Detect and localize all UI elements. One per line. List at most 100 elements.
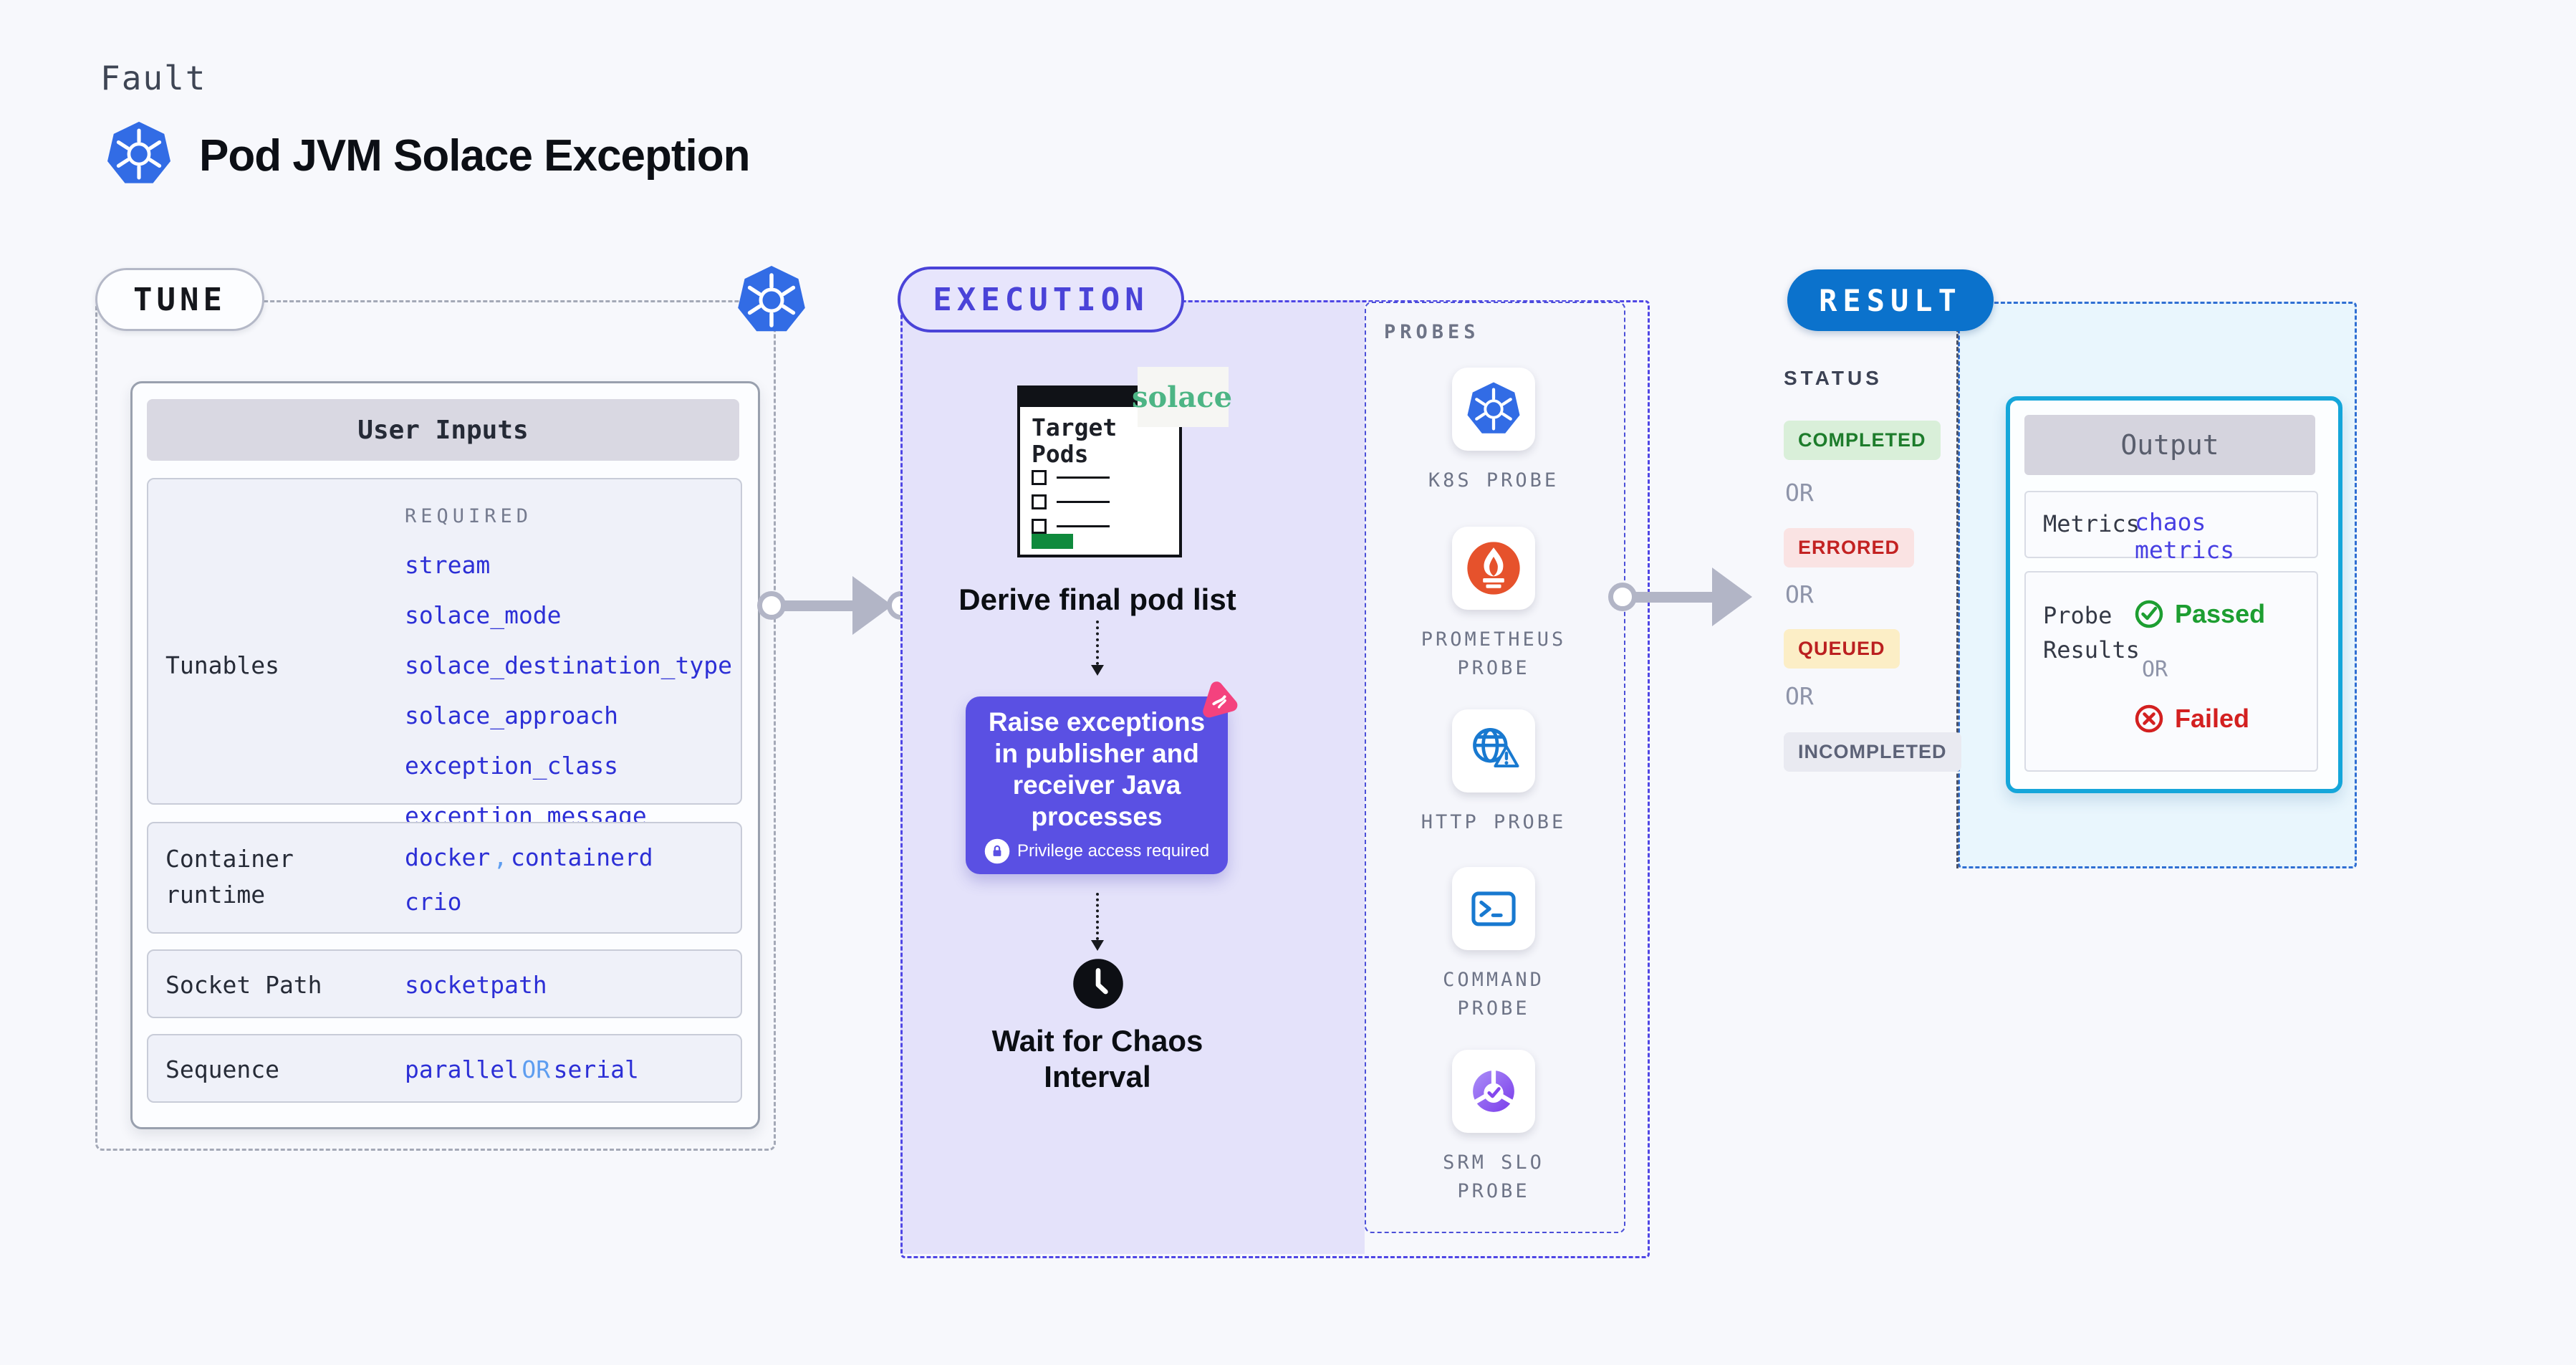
pod-list-item [1032, 470, 1110, 485]
socket-path-row: Socket Path socketpath [147, 949, 742, 1018]
page-title: Pod JVM Solace Exception [199, 131, 750, 181]
wait-line1: Wait for Chaos [991, 1024, 1203, 1058]
flow-arrow-head [1091, 665, 1104, 676]
tune-badge: TUNE [95, 268, 264, 331]
metrics-row: Metrics chaos metrics [2024, 491, 2318, 564]
sequence-label: Sequence [165, 1055, 279, 1083]
user-inputs-card: User Inputs Tunables REQUIRED stream sol… [130, 381, 760, 1129]
connector-dot [1608, 583, 1637, 611]
action-text-line: processes [1031, 802, 1163, 831]
probe-item-k8s: K8S PROBE [1365, 368, 1623, 495]
execution-panel [900, 300, 1650, 1258]
kubernetes-icon [1466, 381, 1522, 437]
list-line [1057, 501, 1110, 503]
action-text-line: Raise exceptions [988, 707, 1206, 737]
container-runtime-label-line2: runtime [165, 881, 266, 909]
target-pods-title-line1: Target [1032, 413, 1118, 441]
probe-results-row: Probe Results Passed OR Failed [2024, 571, 2318, 772]
probe-label: PROBE [1457, 997, 1530, 1020]
pod-list-item [1032, 519, 1110, 534]
probe-item-srm-slo: SRM SLO PROBE [1365, 1050, 1623, 1206]
target-pods-title-line2: Pods [1032, 440, 1089, 468]
green-button [1032, 534, 1073, 549]
checkbox-icon [1032, 519, 1047, 534]
or-label: OR [1785, 479, 1814, 507]
tunables-list: stream solace_mode solace_destination_ty… [405, 551, 732, 852]
probe-results-line1: Probe [2043, 602, 2113, 629]
metrics-value: chaos metrics [2135, 508, 2235, 564]
check-circle-icon [2133, 598, 2165, 630]
execution-badge: EXECUTION [898, 267, 1184, 332]
solace-logo-text: solace [1131, 380, 1233, 414]
status-title: STATUS [1784, 367, 1883, 389]
probe-item-command: COMMAND PROBE [1365, 867, 1623, 1023]
failed-label: Failed [2175, 704, 2250, 733]
status-badge-completed: COMPLETED [1784, 421, 1941, 460]
result-left-divider [1956, 302, 1959, 868]
checkbox-icon [1032, 470, 1047, 485]
probe-label: PROBE [1457, 657, 1530, 679]
socket-path-value: socketpath [405, 971, 547, 999]
failed-row: Failed [2133, 703, 2249, 734]
flow-arrow [1096, 621, 1099, 665]
clock-icon [1072, 957, 1125, 1010]
probes-title: PROBES [1384, 321, 1480, 343]
flow-arrow [1096, 893, 1099, 940]
tunable-item: solace_mode [405, 601, 562, 629]
list-line [1057, 476, 1110, 479]
or-label: OR [1785, 682, 1814, 710]
output-card: Output Metrics chaos metrics Probe Resul… [2006, 396, 2342, 793]
socket-path-label: Socket Path [165, 971, 322, 999]
lock-icon [984, 838, 1010, 864]
passed-label: Passed [2175, 599, 2266, 628]
or-label: OR [2142, 657, 2168, 682]
runtime-value-docker: docker [405, 843, 491, 871]
sequence-values: parallel OR serial [405, 1055, 639, 1083]
tune-panel [95, 300, 776, 1151]
user-inputs-header: User Inputs [147, 399, 739, 461]
sequence-value-serial: serial [553, 1055, 639, 1083]
probe-label: SRM SLO [1443, 1151, 1544, 1174]
arrow-head [852, 576, 893, 635]
probe-label: COMMAND [1443, 969, 1544, 991]
tunable-item: exception_class [405, 752, 619, 780]
runtime-value-crio: crio [405, 888, 462, 916]
tunables-label: Tunables [165, 651, 279, 679]
checkbox-icon [1032, 494, 1047, 509]
container-runtime-values-line1: docker , containerd [405, 843, 653, 871]
pod-list-item [1032, 494, 1110, 509]
arrow-head [1712, 567, 1752, 626]
wait-chaos-interval-label: Wait for Chaos Interval [954, 1023, 1241, 1095]
execution-to-result-arrow [1623, 592, 1716, 603]
solace-logo: solace [1132, 367, 1232, 427]
litmus-chaos-icon [1195, 676, 1242, 724]
result-badge: RESULT [1787, 269, 1994, 331]
status-badge-errored: ERRORED [1784, 528, 1915, 567]
probe-label: K8S PROBE [1428, 469, 1559, 492]
x-circle-icon [2133, 703, 2165, 734]
tunable-item: solace_approach [405, 701, 619, 729]
wait-line2: Interval [1044, 1060, 1151, 1093]
container-runtime-row: Container runtime docker , containerd cr… [147, 822, 742, 934]
required-label: REQUIRED [405, 505, 533, 527]
kubernetes-icon [736, 264, 807, 336]
tunable-item: solace_destination_type [405, 651, 732, 679]
passed-row: Passed [2133, 598, 2265, 630]
prometheus-icon [1466, 540, 1522, 596]
sequence-or: OR [522, 1055, 551, 1083]
probe-label: HTTP PROBE [1421, 811, 1567, 833]
probe-item-http: HTTP PROBE [1365, 709, 1623, 837]
runtime-value-containerd: containerd [511, 843, 653, 871]
probe-results-line2: Results [2043, 636, 2140, 664]
srm-slo-icon [1466, 1063, 1522, 1119]
or-label: OR [1785, 580, 1814, 608]
tune-to-execution-arrow [772, 600, 857, 611]
derive-pod-list-label: Derive final pod list [958, 583, 1236, 616]
output-header: Output [2024, 415, 2315, 475]
sequence-row: Sequence parallel OR serial [147, 1034, 742, 1103]
container-runtime-label-line1: Container [165, 845, 294, 873]
probe-label: PROBE [1457, 1180, 1530, 1202]
probe-results-label: Probe Results [2043, 598, 2140, 667]
fault-kicker: Fault [100, 59, 207, 97]
